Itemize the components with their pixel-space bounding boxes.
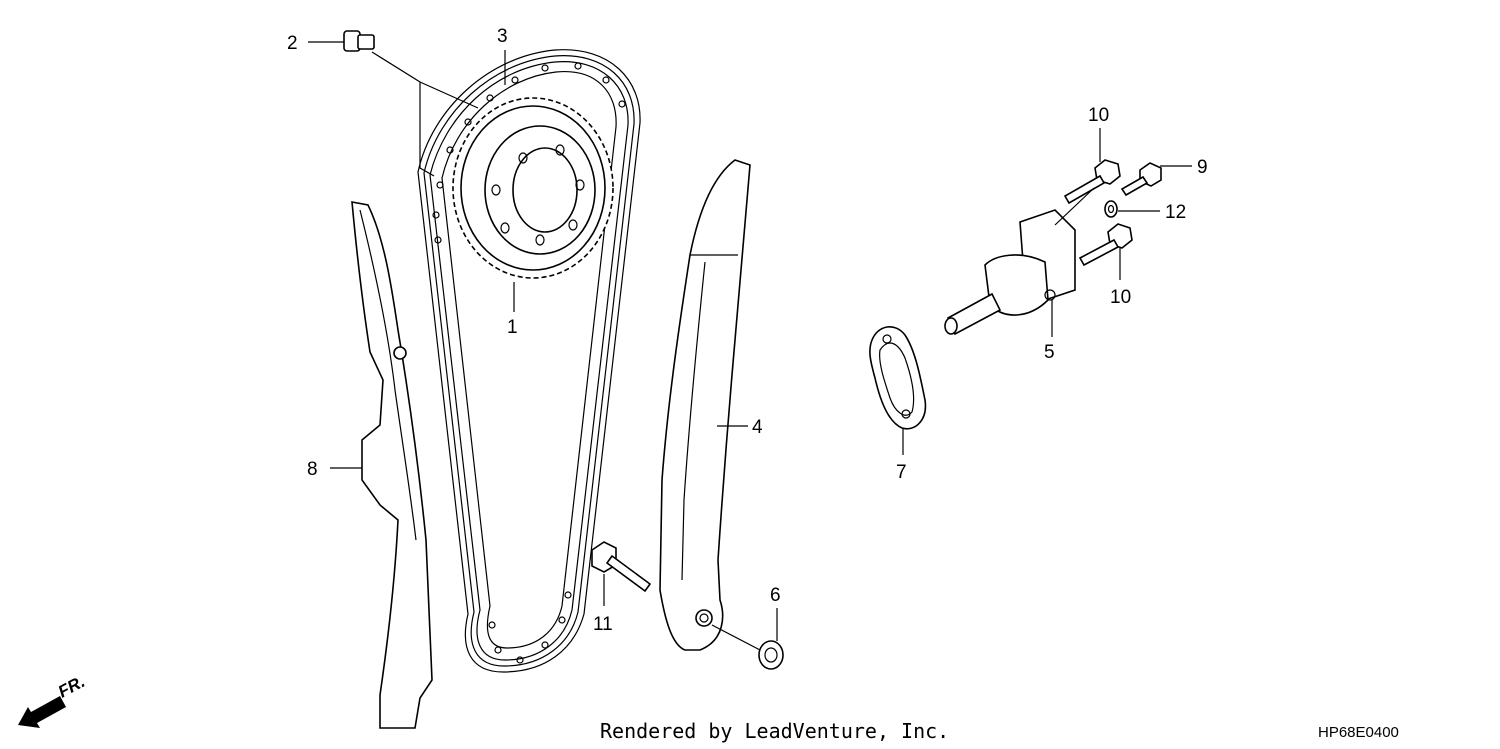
callout-2: 2 [287, 33, 298, 54]
tensioner-bolt-upper[interactable] [1063, 159, 1121, 205]
leader-lines [308, 41, 1192, 651]
callout-4: 4 [752, 417, 763, 438]
sealing-washer[interactable] [1104, 200, 1118, 218]
diagram-code: HP68E0400 [1318, 724, 1399, 741]
callout-10-lower: 10 [1110, 287, 1131, 308]
callout-11: 11 [593, 614, 613, 635]
callout-8: 8 [307, 459, 318, 480]
callout-5: 5 [1044, 342, 1055, 363]
cam-sprocket[interactable] [452, 97, 614, 279]
callout-9: 9 [1197, 157, 1208, 178]
callout-3: 3 [497, 26, 508, 47]
callout-1: 1 [507, 317, 518, 338]
washer[interactable] [758, 640, 784, 670]
tensioner-gasket[interactable] [869, 326, 927, 430]
callout-12: 12 [1165, 202, 1186, 223]
cam-chain-guide[interactable] [659, 159, 751, 651]
callout-7: 7 [896, 462, 907, 483]
front-arrow-icon [18, 696, 66, 728]
tensioner-bolt-lower[interactable] [1078, 223, 1133, 267]
plug-bolt[interactable] [343, 30, 375, 52]
callout-10-upper: 10 [1088, 105, 1109, 126]
chain-links [432, 62, 626, 664]
credit-text: Rendered by LeadVenture, Inc. [600, 719, 949, 743]
tensioner-lifter[interactable] [944, 209, 1076, 336]
cam-chain[interactable] [417, 49, 641, 673]
callout-6: 6 [770, 585, 781, 606]
cam-chain-tensioner-slider[interactable] [351, 201, 433, 729]
sealing-bolt[interactable] [1120, 162, 1162, 197]
guide-bolt[interactable] [591, 541, 652, 593]
